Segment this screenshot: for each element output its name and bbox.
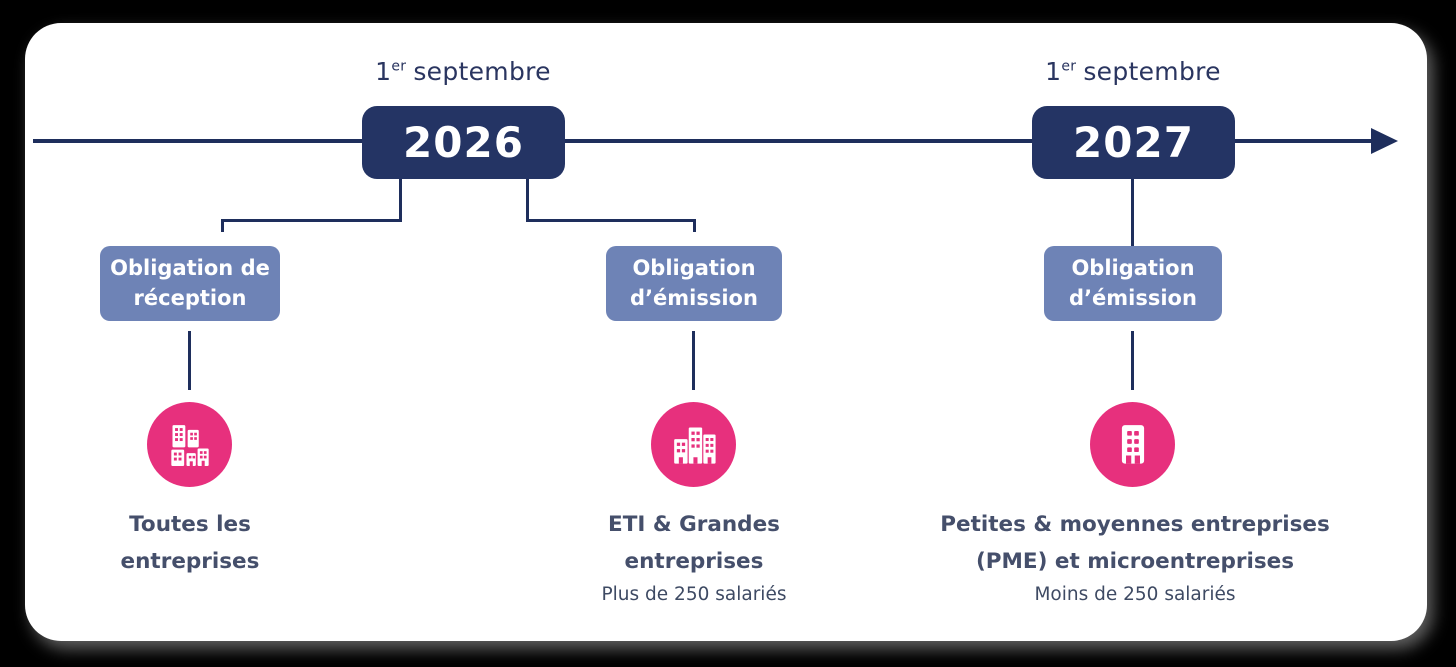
connector-2026-left-tick: [221, 219, 224, 232]
building-icon: [1090, 402, 1175, 487]
year-label: 2027: [1073, 118, 1194, 167]
obligation-line2: d’émission: [630, 285, 758, 310]
date-number: 1: [1045, 57, 1062, 86]
date-label-2026: 1er septembre: [313, 57, 613, 86]
timeline-axis-line: [33, 139, 1375, 143]
audience-line1: ETI & Grandes: [608, 512, 780, 537]
buildings-cluster-icon: [147, 402, 232, 487]
note-moins-250: Moins de 250 salariés: [1034, 584, 1236, 605]
connector-2026-left-horizontal: [221, 219, 402, 222]
year-node-2027: 2027: [1032, 106, 1235, 179]
buildings-group-icon: [651, 402, 736, 487]
date-ordinal: er: [391, 58, 407, 75]
note-plus-250: Plus de 250 salariés: [601, 584, 787, 605]
connector-2027-drop: [1131, 179, 1134, 246]
obligation-box-emission-2027: Obligation d’émission: [1044, 246, 1222, 321]
year-label: 2026: [403, 118, 524, 167]
audience-line1: Petites & moyennes entreprises: [940, 512, 1330, 537]
stem-branch-2: [692, 331, 695, 390]
audience-line2: entreprises: [624, 549, 764, 574]
date-number: 1: [375, 57, 392, 86]
date-month: septembre: [1083, 57, 1221, 86]
date-month: septembre: [413, 57, 551, 86]
audience-label-eti-large: ETI & Grandes entreprises: [544, 506, 844, 580]
timeline-arrowhead-icon: [1371, 128, 1398, 154]
obligation-line2: d’émission: [1069, 285, 1197, 310]
obligation-box-reception: Obligation de réception: [100, 246, 280, 321]
stem-branch-1: [188, 331, 191, 390]
stem-branch-3: [1131, 331, 1134, 390]
connector-2026-right-tick: [693, 219, 696, 232]
obligation-line1: Obligation: [632, 256, 756, 281]
date-label-2027: 1er septembre: [983, 57, 1283, 86]
connector-2026-left-drop: [399, 179, 402, 222]
audience-line1: Toutes les: [129, 512, 251, 537]
year-node-2026: 2026: [362, 106, 565, 179]
obligation-box-emission-2026: Obligation d’émission: [606, 246, 782, 321]
obligation-line2: réception: [133, 285, 247, 310]
audience-line2: entreprises: [120, 549, 260, 574]
date-ordinal: er: [1061, 58, 1077, 75]
audience-line2: (PME) et microentreprises: [975, 549, 1295, 574]
obligation-line1: Obligation: [1071, 256, 1195, 281]
audience-label-sme-micro: Petites & moyennes entreprises (PME) et …: [925, 506, 1345, 580]
connector-2026-right-drop: [526, 179, 529, 222]
connector-2026-right-horizontal: [526, 219, 696, 222]
audience-label-all-companies: Toutes les entreprises: [40, 506, 340, 580]
obligation-line1: Obligation de: [110, 256, 270, 281]
